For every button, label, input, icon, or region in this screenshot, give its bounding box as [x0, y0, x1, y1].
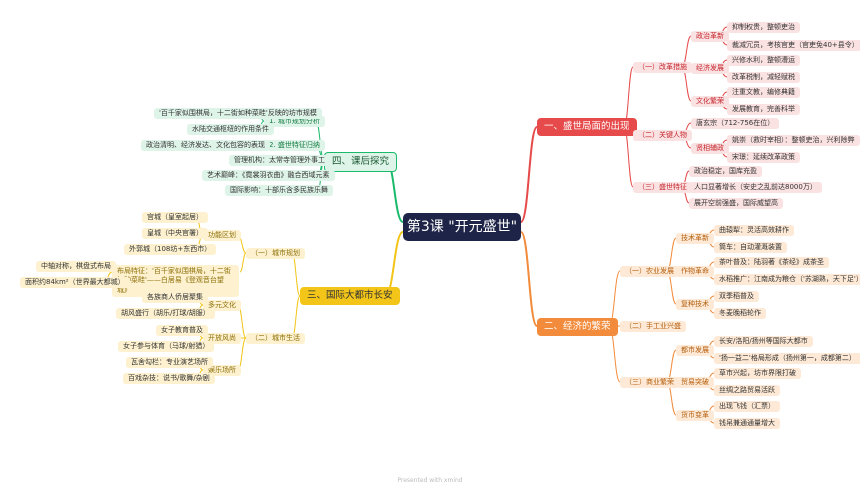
branch-1-topic[interactable]: 一、盛世局面的出现: [537, 118, 637, 136]
b1-economy[interactable]: 经济发展: [691, 63, 729, 74]
b3-zoning-item[interactable]: 皇城（中央官署）: [142, 228, 208, 239]
b2-money[interactable]: 货币变革: [676, 410, 714, 421]
b2-tech-item[interactable]: 筒车：自动灌溉装置: [714, 242, 787, 253]
b2-trade[interactable]: 贸易突破: [676, 377, 714, 388]
b3-diverse-item[interactable]: 胡风盛行（胡乐/打球/胡服）: [116, 308, 215, 319]
b1-politics-item[interactable]: 裁减冗员，考核官吏（官吏免40+县令）: [727, 40, 860, 51]
b4-q1-item[interactable]: '百千家似围棋局，十二街如种菜畦'反映的坊市规模: [154, 108, 322, 119]
b1-culture-item[interactable]: 注重文教，编修典籍: [727, 87, 800, 98]
b3-city-planning[interactable]: （一）城市规划: [246, 248, 305, 259]
b2-cities-item[interactable]: '扬一益二'格局形成（扬州第一，成都第二）: [714, 353, 860, 364]
b2-crops-item[interactable]: 水稻推广：江南成为粮仓（'苏湖熟，天下足'）: [714, 274, 860, 285]
b2-trade-item[interactable]: 草市兴起，坊市界限打破: [714, 368, 801, 379]
b2-money-item[interactable]: 出现飞钱（汇票）: [714, 401, 780, 412]
b2-crops-item[interactable]: 茶叶普及：陆羽著《茶经》成茶圣: [714, 257, 829, 268]
b4-extra-item[interactable]: 国际影响：十部乐含多民族乐舞: [225, 185, 333, 196]
connector-line: [291, 252, 301, 297]
b2-tech-item[interactable]: 曲辕犁：灵活高效耕作: [714, 225, 794, 236]
b1-emperor[interactable]: 唐玄宗（712-756在位）: [691, 118, 780, 129]
b1-ministers[interactable]: 贤相辅政: [691, 143, 729, 154]
b3-fun-item[interactable]: 瓦舍勾栏：专业演艺场所: [126, 357, 213, 368]
b2-cities[interactable]: 都市发展: [676, 345, 714, 356]
b1-reform-measures[interactable]: （一）改革措施: [633, 62, 692, 73]
b2-tech[interactable]: 技术革新: [676, 233, 714, 244]
connector-line: [623, 126, 634, 188]
root-topic[interactable]: 第3课 "开元盛世": [403, 213, 521, 241]
b1-feature-item[interactable]: 展开空前强盛，国际威望高: [689, 198, 783, 209]
b4-q2-item[interactable]: 政治清明、经济发达、文化包容的表现: [141, 140, 270, 151]
b3-fun-item[interactable]: 百戏杂技：说书/歌舞/杂剧: [123, 373, 215, 384]
b2-multicrop-item[interactable]: 冬麦晚稻轮作: [714, 308, 766, 319]
b2-crops[interactable]: 作物革命: [676, 266, 714, 277]
footer-credit: Presented with xmind: [397, 477, 463, 484]
b2-cities-item[interactable]: 长安/洛阳/扬州等国际大都市: [714, 336, 813, 347]
b1-economy-item[interactable]: 改革税制，减轻赋税: [727, 72, 800, 83]
connector-line: [239, 252, 247, 273]
b1-economy-item[interactable]: 兴修水利，整顿漕运: [727, 55, 800, 66]
b3-open-item[interactable]: 女子参与体育（马球/射猎）: [118, 341, 215, 352]
b3-open-item[interactable]: 女子教育普及: [156, 325, 208, 336]
b1-culture[interactable]: 文化繁荣: [691, 96, 729, 107]
b1-politics[interactable]: 政治革新: [691, 31, 729, 42]
b1-feature-item[interactable]: 人口显著增长（安史之乱前达8000万）: [689, 182, 822, 193]
b2-trade-item[interactable]: 丝绸之路贸易活跃: [714, 385, 780, 396]
b1-culture-item[interactable]: 发展教育，完善科举: [727, 104, 800, 115]
b2-multicrop-item[interactable]: 双季稻普及: [714, 291, 759, 302]
b2-agriculture[interactable]: （一）农业发展: [620, 266, 679, 277]
b3-zoning[interactable]: 功能区划: [203, 230, 241, 241]
b3-layout-note[interactable]: 面积约84km²（世界最大都城）: [20, 277, 130, 288]
b4-q1-item[interactable]: 水陆交通枢纽的作用条件: [187, 124, 274, 135]
branch-3-topic[interactable]: 三、国际大都市长安: [300, 287, 400, 305]
b3-entertainment[interactable]: 娱乐场所: [203, 365, 241, 376]
b4-q2[interactable]: 2. 盛世特征归纳: [264, 140, 325, 151]
branch-4-topic[interactable]: 四、课后探究: [324, 152, 398, 172]
b3-zoning-item[interactable]: 外郭城（108坊+东西市）: [124, 244, 217, 255]
b4-extra-item[interactable]: 管理机构：太常寺管理外事工: [229, 155, 330, 166]
branch-2-topic[interactable]: 二、经济的繁荣: [537, 318, 618, 336]
b1-minister-item[interactable]: 宋璟：延续改革政策: [727, 152, 800, 163]
b3-diverse-item[interactable]: 各族商人侨居聚集: [142, 292, 208, 303]
b4-extra-item[interactable]: 艺术巅峰：《霓裳羽衣曲》融合西域元素: [202, 170, 335, 181]
b1-minister-item[interactable]: 姚崇（救时宰相）：整顿吏治，兴利除弊: [727, 135, 860, 146]
b3-zoning-item[interactable]: 宫城（皇室起居）: [142, 212, 208, 223]
b3-diverse-culture[interactable]: 多元文化: [203, 300, 241, 311]
b1-feature-item[interactable]: 政治稳定，国库充盈: [689, 166, 762, 177]
b4-q1[interactable]: 1. 城市规划分析: [264, 116, 325, 127]
b1-key-people[interactable]: （二）关键人物: [633, 130, 692, 141]
b2-multicrop[interactable]: 复种技术: [676, 299, 714, 310]
connector-line: [291, 295, 301, 339]
b3-layout-note[interactable]: 中轴对称，棋盘式布局: [36, 261, 116, 272]
b1-politics-item[interactable]: 抑制权贵，整顿吏治: [727, 22, 800, 33]
b3-layout[interactable]: 布局特征：'百千家似围棋局，十二街如种菜畦'——白居易《登观音台望城》: [112, 265, 239, 298]
b2-money-item[interactable]: 钱帛兼通通量增大: [714, 418, 780, 429]
b2-commerce[interactable]: （三）商业繁荣: [620, 377, 679, 388]
connector-line: [520, 126, 538, 223]
connector-line: [520, 231, 538, 327]
b1-prosperity-features[interactable]: （三）盛世特征: [633, 182, 692, 193]
b3-open-customs[interactable]: 开放风尚: [203, 333, 241, 344]
b3-city-life[interactable]: （二）城市生活: [246, 333, 305, 344]
b2-handicraft[interactable]: （二）手工业兴盛: [620, 321, 686, 332]
